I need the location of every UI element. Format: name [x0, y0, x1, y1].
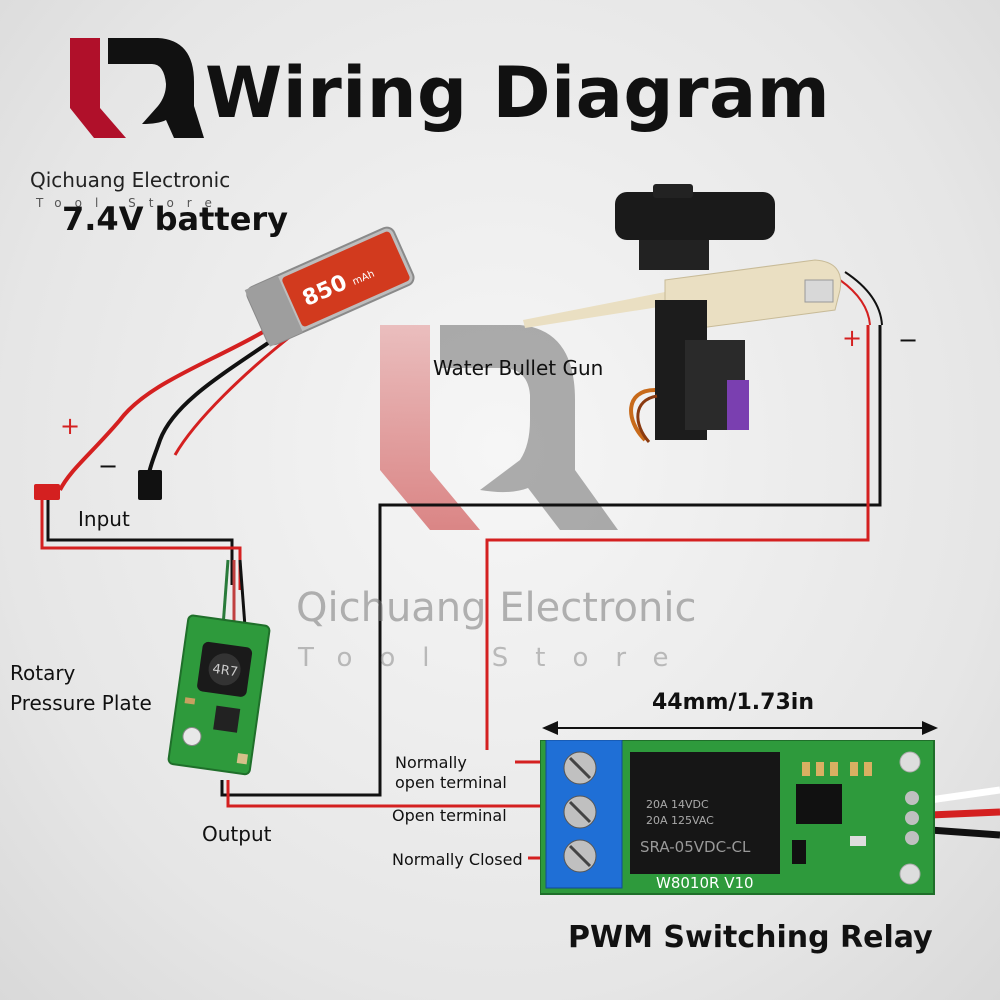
balance-connector	[138, 470, 162, 500]
jst-red-connector	[34, 484, 60, 500]
terminal-com-label: Open terminal	[392, 806, 507, 825]
terminal-nc-label: Normally Closed	[392, 850, 523, 869]
module-chip	[213, 705, 241, 733]
relay-led	[850, 836, 866, 846]
module-name-label: Rotary Pressure Plate	[10, 661, 152, 715]
mount-hole-bottom	[899, 863, 921, 885]
relay-board: 20A 14VDC 20A 125VAC SRA-05VDC-CL W8010R…	[540, 740, 935, 895]
gun-black-lead	[844, 271, 883, 326]
battery-connectors	[34, 470, 162, 500]
battery-carbon-wrap	[244, 275, 303, 347]
module-potentiometer	[182, 727, 202, 747]
servo-sticker	[727, 380, 749, 430]
gun-plus-sign: +	[842, 324, 863, 352]
page-title: Wiring Diagram	[205, 52, 831, 134]
brand-subtitle: Tool Store	[36, 196, 225, 210]
module-pcb	[167, 614, 271, 776]
servo-wire-orange	[629, 388, 656, 442]
relay-title: PWM Switching Relay	[568, 920, 933, 955]
mount-hole-top	[899, 751, 921, 773]
inductor-marking: 4R7	[211, 662, 238, 680]
watermark-subtitle: Tool Store	[298, 643, 696, 673]
battery-label: 7.4V battery	[62, 200, 289, 238]
control-pad-3	[905, 831, 919, 845]
input-black-wire	[46, 498, 234, 585]
relay-model: SRA-05VDC-CL	[640, 838, 751, 856]
relay-black-wire	[929, 826, 1000, 839]
battery-minus-sign: −	[98, 452, 119, 480]
control-pad-1	[905, 791, 919, 805]
relay-no-to-gun	[485, 325, 870, 750]
battery-red-lead	[58, 318, 285, 491]
gun-label: Water Bullet Gun	[433, 356, 604, 380]
gun-motor	[804, 279, 834, 303]
dimension-arrow	[542, 721, 938, 735]
battery-balance-red	[173, 330, 297, 456]
gun-minus-sign: −	[898, 326, 919, 354]
inductor-core	[208, 653, 241, 686]
scope-knob	[653, 184, 693, 198]
relay-white-wire	[929, 786, 1000, 804]
battery-plus-sign: +	[60, 412, 81, 440]
driver-ic	[796, 784, 842, 824]
watermark-logo-right	[440, 325, 618, 530]
brand-name: Qichuang Electronic	[30, 168, 231, 192]
relay-cube	[630, 752, 780, 874]
brand-logo	[70, 38, 204, 138]
red-dot-scope	[615, 192, 775, 240]
watermark-brand: Qichuang Electronic	[296, 585, 697, 631]
input-red-wire	[40, 498, 242, 590]
gun-body	[664, 259, 842, 331]
output-label: Output	[202, 822, 272, 846]
gun-red-lead	[839, 279, 871, 326]
output-red-to-relay	[226, 780, 580, 808]
module-resistor	[184, 697, 196, 705]
battery-label-wrap	[282, 231, 410, 327]
control-pad-2	[905, 811, 919, 825]
gun-barrel	[523, 292, 665, 328]
terminal-no-label: Normally open terminal	[395, 753, 507, 792]
scope-mount	[639, 240, 709, 270]
lipo-battery: 850 mAh	[244, 226, 415, 347]
relay-dimension: 44mm/1.73in	[652, 690, 814, 715]
watermark-logo-left	[380, 325, 480, 530]
brand-logo-q	[108, 38, 204, 138]
relay-diode	[792, 840, 806, 864]
brand-logo-l	[70, 38, 126, 138]
relay-spec-2: 20A 125VAC	[646, 814, 714, 827]
relay-spec-1: 20A 14VDC	[646, 798, 709, 811]
servo-wire-brown	[636, 394, 658, 443]
board-model: W8010R V10	[656, 874, 754, 892]
buck-module: 4R7	[167, 614, 271, 776]
water-gun	[523, 184, 842, 443]
relay-red-wire	[929, 808, 1000, 819]
input-label: Input	[78, 507, 130, 531]
battery-black-lead	[146, 326, 292, 479]
output-black-to-gun	[220, 325, 882, 797]
module-capacitor	[236, 753, 248, 765]
